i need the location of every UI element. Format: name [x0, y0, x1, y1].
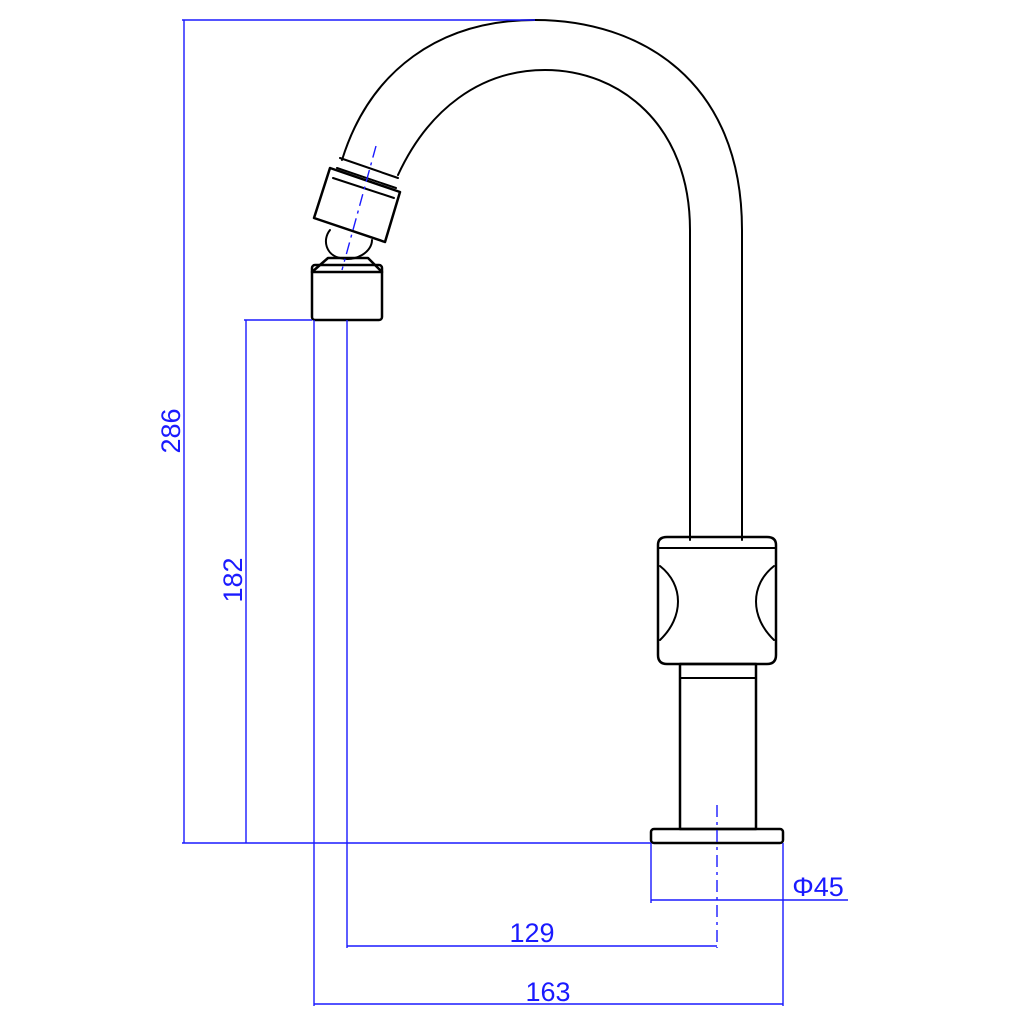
spout-inner-contour: [397, 69, 691, 541]
dimension-lines: [182, 19, 848, 1006]
faucet-outline: [310, 19, 785, 845]
handle-body: [656, 535, 778, 666]
handle-right-groove: [755, 565, 775, 641]
spout-outer-contour: [341, 19, 743, 541]
base-flange: [649, 827, 785, 845]
centre-lines: [341, 145, 718, 948]
handle-left-groove: [659, 565, 679, 641]
spout-collar: [312, 157, 402, 244]
dim-label-phi45: Φ45: [792, 872, 844, 902]
dim-label-182: 182: [218, 557, 248, 602]
dim-label-286: 286: [156, 408, 186, 453]
aerator-axis: [341, 145, 377, 271]
dim-label-163: 163: [525, 977, 570, 1007]
dimension-labels: 286 182 Φ45 129 163: [156, 408, 844, 1007]
dim-label-129: 129: [509, 918, 554, 948]
aerator-head: [310, 256, 384, 322]
shank: [678, 662, 758, 831]
